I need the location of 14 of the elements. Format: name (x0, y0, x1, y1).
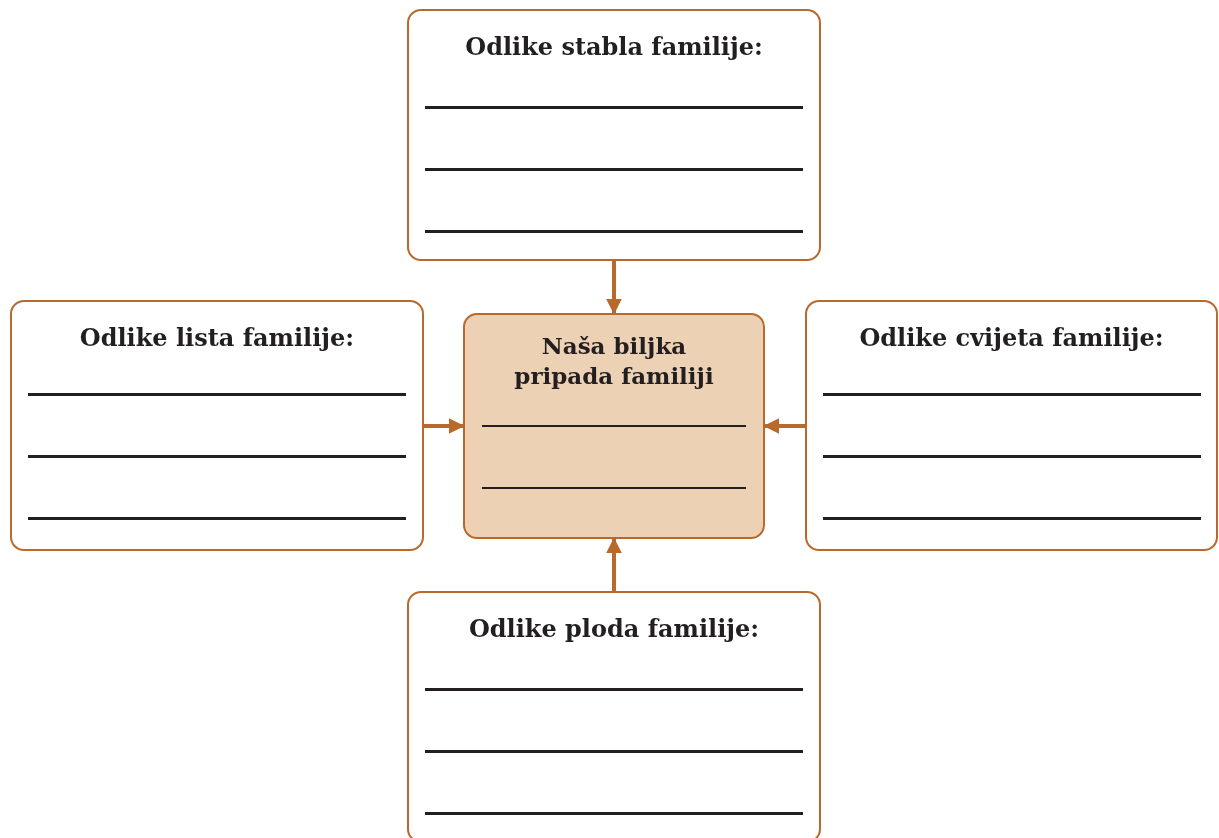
box-heading: Odlike lista familije: (79, 322, 355, 354)
arrow (606, 261, 622, 315)
box-heading: Odlike cvijeta familije: (859, 322, 1164, 354)
box-heading: Naša biljka pripada familiji (513, 331, 715, 391)
topic-box (10, 300, 424, 551)
topic-box (805, 300, 1218, 551)
topic-box (407, 591, 821, 838)
center-box (463, 313, 765, 539)
topic-box (407, 9, 821, 261)
arrow (763, 418, 805, 434)
box-heading: Odlike stabla familije: (465, 31, 763, 63)
arrow (424, 418, 465, 434)
box-heading: Odlike ploda familije: (468, 613, 760, 645)
arrow (606, 537, 622, 591)
